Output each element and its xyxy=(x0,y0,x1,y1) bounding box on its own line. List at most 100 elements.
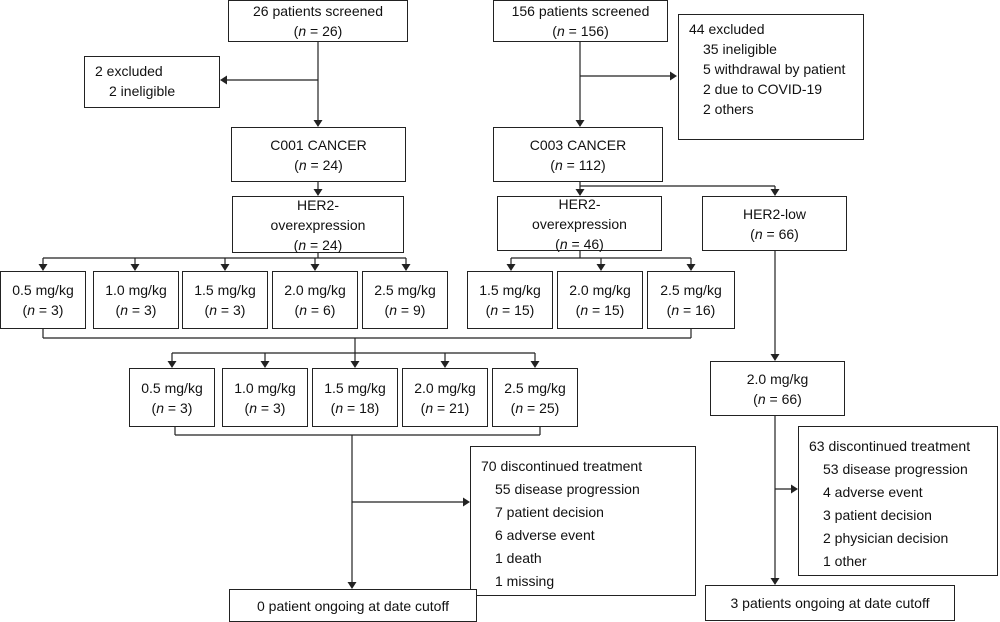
arrowhead xyxy=(220,264,230,271)
c001-screened-n: (n = 26) xyxy=(293,23,343,39)
arrowhead xyxy=(463,497,470,507)
dose-label: 0.5 mg/kg xyxy=(141,379,203,396)
arrowhead xyxy=(167,361,177,368)
pooled-discontinued-item: 1 missing xyxy=(495,573,555,589)
low-ongoing-label: 3 patients ongoing at date cutoff xyxy=(730,595,930,611)
dose-n: (n = 9) xyxy=(384,302,426,318)
dose-n: (n = 15) xyxy=(485,302,535,318)
arrowhead xyxy=(791,484,798,494)
low-discontinued-item: 4 adverse event xyxy=(823,484,923,500)
arrowhead xyxy=(347,582,357,589)
c001-dose-box: 2.5 mg/kg (n = 9) xyxy=(362,271,448,329)
pooled-ongoing-box: 0 patient ongoing at date cutoff xyxy=(229,589,477,622)
low-discontinued-header: 63 discontinued treatment xyxy=(809,438,971,454)
low-dose-box: 2.0 mg/kg (n = 66) xyxy=(710,361,845,416)
dose-n: (n = 3) xyxy=(244,399,286,416)
dose-n: (n = 3) xyxy=(22,302,64,318)
arrowhead xyxy=(596,264,606,271)
c001-her2-label-2: overexpression xyxy=(270,216,366,233)
c001-her2-n: (n = 24) xyxy=(293,236,343,253)
c001-excluded-header: 2 excluded xyxy=(95,63,163,79)
dose-n: (n = 16) xyxy=(666,302,716,318)
pooled-discontinued-header: 70 discontinued treatment xyxy=(481,458,643,474)
dose-label: 2.5 mg/kg xyxy=(660,282,722,298)
low-ongoing-box: 3 patients ongoing at date cutoff xyxy=(705,585,955,621)
pooled-discontinued-item: 6 adverse event xyxy=(495,527,595,543)
pooled-discontinued-box: 70 discontinued treatment 55 disease pro… xyxy=(470,446,696,596)
arrowhead xyxy=(506,264,516,271)
dose-label: 0.5 mg/kg xyxy=(12,282,74,298)
c001-dose-box: 1.0 mg/kg (n = 3) xyxy=(93,271,179,329)
c001-screened-label: 26 patients screened xyxy=(253,3,383,19)
c003-her2low-label: HER2-low xyxy=(742,205,806,222)
c003-her2-label-2: overexpression xyxy=(532,215,627,232)
dose-label: 2.0 mg/kg xyxy=(746,370,809,387)
c003-her2low-n: (n = 66) xyxy=(750,225,799,242)
c003-excluded-item: 2 others xyxy=(703,101,754,117)
pooled-dose-box: 1.0 mg/kg (n = 3) xyxy=(222,368,308,427)
dose-label: 1.5 mg/kg xyxy=(324,379,386,396)
pooled-discontinued-item: 55 disease progression xyxy=(495,481,640,497)
c003-excluded-item: 2 due to COVID-19 xyxy=(703,81,823,97)
c001-dose-box: 0.5 mg/kg (n = 3) xyxy=(0,271,86,329)
arrowhead xyxy=(575,189,585,196)
c003-excluded-box: 44 excluded 35 ineligible 5 withdrawal b… xyxy=(678,14,864,140)
pooled-dose-box: 1.5 mg/kg (n = 18) xyxy=(312,368,398,427)
c003-screened-box: 156 patients screened (n = 156) xyxy=(493,0,668,42)
low-discontinued-item: 2 physician decision xyxy=(823,530,949,546)
c003-her2-box: HER2- overexpression (n = 46) xyxy=(497,195,662,252)
arrowhead xyxy=(38,264,48,271)
dose-n: (n = 25) xyxy=(510,399,560,416)
c003-dose-box: 1.5 mg/kg (n = 15) xyxy=(467,271,553,329)
c001-her2-label-1: HER2- xyxy=(296,196,339,213)
c001-screened-box: 26 patients screened (n = 26) xyxy=(228,0,408,42)
c003-her2-n: (n = 46) xyxy=(555,235,604,252)
dose-label: 1.5 mg/kg xyxy=(479,282,541,298)
pooled-dose-box: 2.0 mg/kg (n = 21) xyxy=(402,368,488,427)
low-discontinued-item: 53 disease progression xyxy=(823,461,968,477)
pooled-discontinued-item: 1 death xyxy=(495,550,542,566)
arrowhead xyxy=(220,75,227,85)
pooled-dose-box: 0.5 mg/kg (n = 3) xyxy=(129,368,215,427)
c003-excluded-header: 44 excluded xyxy=(689,21,765,37)
pooled-dose-box: 2.5 mg/kg (n = 25) xyxy=(492,368,578,427)
c001-cancer-label: C001 CANCER xyxy=(270,136,367,153)
c003-her2-label-1: HER2- xyxy=(558,195,601,212)
c003-cancer-label: C003 CANCER xyxy=(529,136,627,153)
dose-label: 2.5 mg/kg xyxy=(504,379,566,396)
c001-dose-box: 2.0 mg/kg (n = 6) xyxy=(272,271,358,329)
dose-n: (n = 66) xyxy=(753,390,802,407)
dose-label: 2.0 mg/kg xyxy=(569,282,631,298)
dose-n: (n = 3) xyxy=(115,302,157,318)
pooled-discontinued-item: 7 patient decision xyxy=(495,504,604,520)
pooled-ongoing-label: 0 patient ongoing at date cutoff xyxy=(256,597,449,614)
arrowhead xyxy=(310,264,320,271)
arrowhead xyxy=(440,361,450,368)
c003-screened-label: 156 patients screened xyxy=(511,3,650,19)
dose-label: 2.5 mg/kg xyxy=(374,282,436,298)
c001-cancer-n: (n = 24) xyxy=(294,156,343,173)
dose-n: (n = 3) xyxy=(151,399,193,416)
c003-cancer-n: (n = 112) xyxy=(550,156,606,173)
low-discontinued-item: 3 patient decision xyxy=(823,507,932,523)
c003-cancer-box: C003 CANCER (n = 112) xyxy=(493,127,663,182)
arrowhead xyxy=(575,120,585,127)
arrowhead xyxy=(670,71,677,81)
arrowhead xyxy=(770,189,780,196)
arrowhead xyxy=(260,361,270,368)
c001-her2-box: HER2- overexpression (n = 24) xyxy=(232,196,404,253)
arrowhead xyxy=(686,264,696,271)
dose-label: 2.0 mg/kg xyxy=(284,282,346,298)
c003-screened-n: (n = 156) xyxy=(552,23,609,39)
dose-label: 1.0 mg/kg xyxy=(105,282,167,298)
dose-label: 2.0 mg/kg xyxy=(414,379,476,396)
c001-dose-box: 1.5 mg/kg (n = 3) xyxy=(182,271,268,329)
c001-excluded-box: 2 excluded 2 ineligible xyxy=(84,56,220,108)
arrowhead xyxy=(770,354,780,361)
c003-excluded-item: 5 withdrawal by patient xyxy=(703,61,846,77)
c003-her2low-box: HER2-low (n = 66) xyxy=(702,196,847,251)
low-discontinued-item: 1 other xyxy=(823,553,867,569)
c003-dose-box: 2.5 mg/kg (n = 16) xyxy=(647,271,735,329)
dose-n: (n = 6) xyxy=(294,302,336,318)
